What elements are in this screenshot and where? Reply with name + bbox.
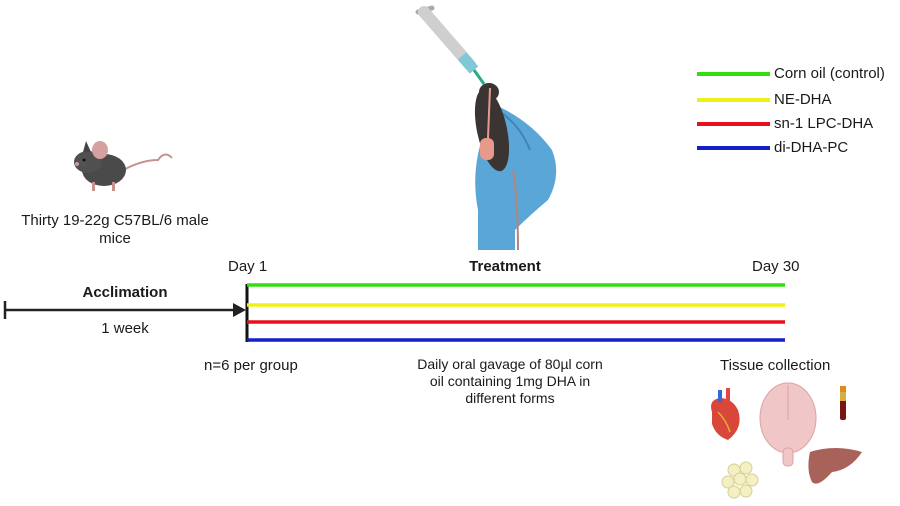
legend [697, 72, 770, 150]
subjects-label-line1: Thirty 19-22g C57BL/6 male [21, 212, 209, 229]
gavage-illustration [415, 5, 557, 251]
liver-icon [808, 448, 862, 484]
acclimation-duration: 1 week [101, 320, 149, 337]
treatment-description-line1: Daily oral gavage of 80µl corn [417, 356, 603, 372]
acclimation-arrow [3, 301, 246, 319]
day-30-label: Day 30 [752, 258, 800, 275]
adipose-icon [721, 461, 759, 499]
brain-icon [759, 382, 817, 467]
gavaged-mouse-icon [474, 83, 519, 251]
tissue-collection-label: Tissue collection [720, 357, 831, 374]
subjects-label-line2: mice [99, 230, 131, 247]
legend-label-sn1-lpc-dha: sn-1 LPC-DHA [774, 115, 874, 132]
treatment-description-line3: different forms [465, 390, 555, 406]
day-1-label: Day 1 [228, 258, 268, 275]
treatment-description: Daily oral gavage of 80µl corn oil conta… [380, 356, 640, 407]
legend-label-ne-dha: NE-DHA [774, 91, 832, 108]
tissue-illustrations [711, 382, 862, 499]
syringe-icon [415, 5, 486, 85]
legend-label-di-dha-pc: di-DHA-PC [774, 139, 849, 156]
legend-label-corn-oil: Corn oil (control) [774, 65, 885, 82]
acclimation-title: Acclimation [82, 284, 168, 301]
subjects-label: Thirty 19-22g C57BL/6 male mice [0, 212, 230, 248]
treatment-phase-label: Treatment [469, 258, 541, 275]
treatment-description-line2: oil containing 1mg DHA in [429, 373, 591, 389]
mouse-icon [74, 141, 173, 191]
group-lines [247, 283, 785, 342]
heart-icon [711, 388, 740, 440]
blood-tube-icon [840, 386, 846, 420]
group-size-note: n=6 per group [204, 357, 298, 374]
